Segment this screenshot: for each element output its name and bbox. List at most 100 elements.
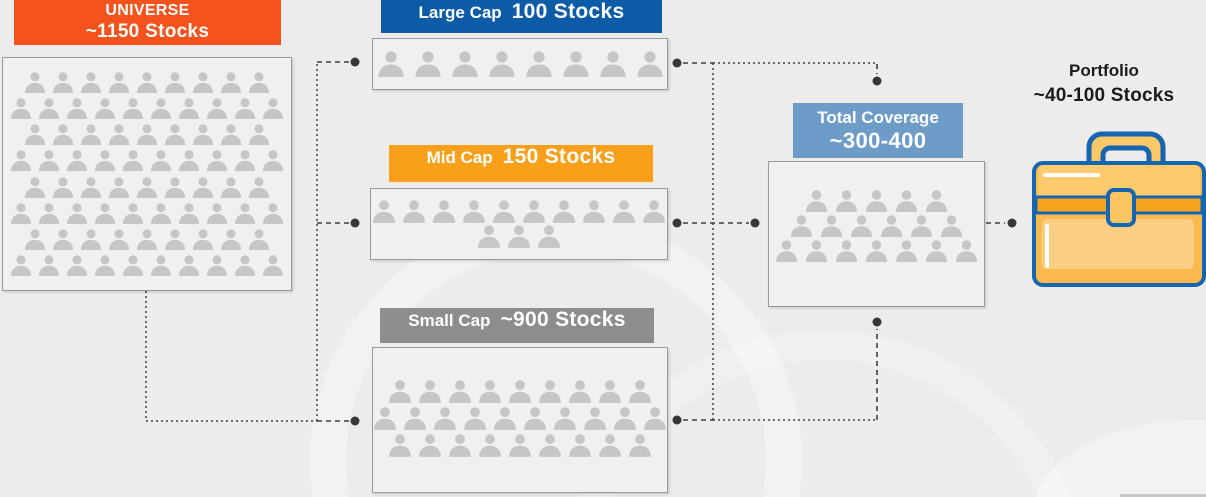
person-icon — [836, 240, 857, 262]
person-icon — [488, 51, 515, 78]
person-icon — [24, 229, 46, 250]
person-icon — [234, 255, 256, 276]
person-icon — [614, 407, 636, 430]
person-icon — [206, 98, 228, 120]
person-icon — [523, 200, 545, 223]
person-icon — [248, 72, 270, 94]
person-icon — [38, 202, 60, 224]
large-cap-value: 100 Stocks — [511, 0, 625, 23]
person-icon — [554, 407, 576, 430]
person-icon — [583, 200, 605, 223]
person-icon — [52, 229, 74, 250]
person-icon — [206, 202, 228, 224]
person-icon — [553, 200, 575, 223]
total-coverage-people-box — [768, 161, 985, 307]
people-row — [9, 202, 285, 224]
person-icon — [806, 240, 827, 262]
person-icon — [562, 51, 589, 78]
person-icon — [150, 202, 172, 224]
person-icon — [122, 255, 144, 276]
person-icon — [136, 124, 158, 146]
person-icon — [525, 51, 552, 78]
person-icon — [248, 229, 270, 250]
person-icon — [403, 200, 425, 223]
portfolio-subtitle: ~40-100 Stocks — [1033, 84, 1175, 106]
person-icon — [234, 98, 256, 120]
total-coverage-subtitle: ~300-400 — [829, 127, 927, 153]
person-icon — [806, 190, 827, 212]
small-cap-label: Small Cap — [408, 311, 491, 330]
person-icon — [10, 255, 32, 276]
person-icon — [122, 98, 144, 120]
person-icon — [206, 150, 228, 172]
person-icon — [926, 240, 947, 262]
person-icon — [150, 150, 172, 172]
person-icon — [192, 124, 214, 146]
person-icon — [451, 51, 478, 78]
person-icon — [164, 229, 186, 250]
people-row — [9, 98, 285, 120]
person-icon — [80, 124, 102, 146]
person-icon — [866, 240, 887, 262]
person-icon — [108, 72, 130, 94]
person-icon — [896, 240, 917, 262]
mid-cap-people-box — [370, 188, 668, 260]
person-icon — [38, 98, 60, 120]
person-icon — [136, 72, 158, 94]
briefcase-icon — [1032, 131, 1206, 287]
person-icon — [52, 176, 74, 198]
person-icon — [494, 407, 516, 430]
person-icon — [24, 72, 46, 94]
mid-cap-label: Mid Cap — [426, 148, 493, 167]
person-icon — [178, 98, 200, 120]
people-row — [774, 240, 979, 262]
person-icon — [524, 407, 546, 430]
edge-strip — [1120, 494, 1206, 497]
person-icon — [373, 200, 395, 223]
person-icon — [433, 200, 455, 223]
person-icon — [136, 176, 158, 198]
person-icon — [836, 190, 857, 212]
person-icon — [108, 229, 130, 250]
person-icon — [636, 51, 663, 78]
people-row — [9, 150, 285, 172]
person-icon — [911, 215, 932, 237]
portfolio-title: Portfolio — [1069, 61, 1139, 80]
person-icon — [584, 407, 606, 430]
people-row — [804, 190, 949, 212]
person-icon — [629, 434, 651, 457]
person-icon — [66, 150, 88, 172]
mid-cap-value: 150 Stocks — [502, 145, 616, 168]
universe-subtitle: ~1150 Stocks — [85, 20, 210, 42]
small-cap-people-box — [372, 347, 668, 493]
mid-cap-header: Mid Cap 150 Stocks — [389, 145, 653, 182]
large-cap-label: Large Cap — [418, 3, 502, 22]
people-row — [387, 380, 653, 403]
person-icon — [262, 202, 284, 224]
person-icon — [178, 202, 200, 224]
person-icon — [896, 190, 917, 212]
person-icon — [10, 202, 32, 224]
person-icon — [24, 124, 46, 146]
people-row — [376, 51, 665, 78]
person-icon — [94, 98, 116, 120]
person-icon — [66, 98, 88, 120]
person-icon — [164, 124, 186, 146]
person-icon — [538, 225, 560, 248]
people-row — [372, 407, 668, 430]
large-cap-header: Large Cap 100 Stocks — [381, 0, 662, 33]
person-icon — [926, 190, 947, 212]
person-icon — [66, 202, 88, 224]
person-icon — [881, 215, 902, 237]
person-icon — [94, 255, 116, 276]
person-icon — [220, 176, 242, 198]
person-icon — [599, 51, 626, 78]
person-icon — [94, 150, 116, 172]
total-coverage-title: Total Coverage — [817, 107, 939, 127]
person-icon — [108, 176, 130, 198]
person-icon — [374, 407, 396, 430]
person-icon — [150, 98, 172, 120]
people-row — [23, 124, 271, 146]
person-icon — [791, 215, 812, 237]
